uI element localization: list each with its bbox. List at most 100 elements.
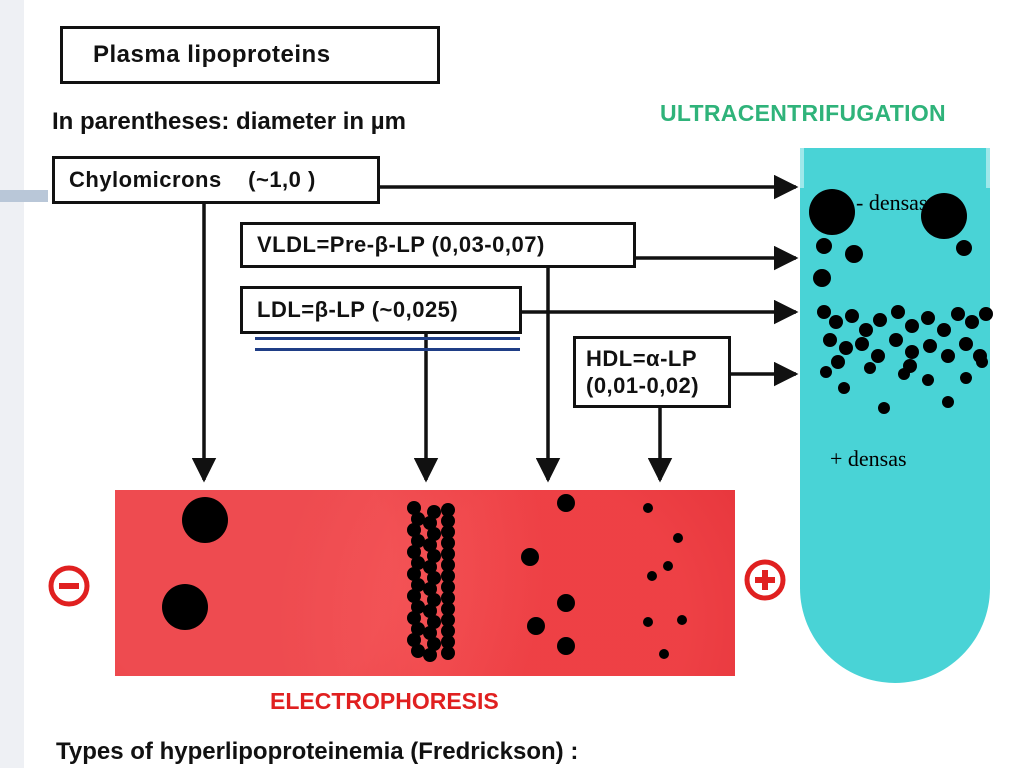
ldl-particle bbox=[923, 339, 937, 353]
hdl-particle bbox=[864, 362, 876, 374]
ldl-underline-1 bbox=[255, 337, 520, 340]
chylomicrons-label: Chylomicrons (~1,0 ) bbox=[69, 167, 316, 192]
hdl-band-particle bbox=[659, 649, 669, 659]
ldl-band-particle bbox=[441, 569, 455, 583]
gel-particles bbox=[162, 494, 687, 662]
vldl-band-particle bbox=[557, 594, 575, 612]
ldl-band-particle bbox=[423, 538, 437, 552]
ldl-band-particle bbox=[441, 635, 455, 649]
ldl-band-particle bbox=[407, 633, 421, 647]
less-dense-label: - densas bbox=[856, 190, 928, 215]
slide-left-strip bbox=[0, 0, 24, 768]
ldl-box: LDL=β-LP (~0,025) bbox=[240, 286, 522, 334]
ldl-particle bbox=[941, 349, 955, 363]
ldl-label: LDL=β-LP (~0,025) bbox=[257, 297, 459, 322]
ldl-band-particle bbox=[411, 512, 425, 526]
ldl-band-particle bbox=[423, 626, 437, 640]
ldl-band-particle bbox=[441, 646, 455, 660]
hdl-band-particle bbox=[663, 561, 673, 571]
ldl-band-particle bbox=[427, 593, 441, 607]
diameter-caption: In parentheses: diameter in µm bbox=[52, 108, 406, 135]
vldl-band-particle bbox=[557, 494, 575, 512]
hdl-band-particle bbox=[677, 615, 687, 625]
ldl-band-particle bbox=[423, 582, 437, 596]
ldl-particle bbox=[859, 323, 873, 337]
hdl-particle bbox=[922, 374, 934, 386]
ldl-band-particle bbox=[441, 525, 455, 539]
hdl-band-particle bbox=[647, 571, 657, 581]
tube-rim-right bbox=[986, 148, 990, 188]
vldl-band-particle bbox=[521, 548, 539, 566]
ldl-band-particle bbox=[423, 560, 437, 574]
hdl-band-particle bbox=[673, 533, 683, 543]
chylomicron-particle bbox=[921, 193, 967, 239]
ldl-particle bbox=[873, 313, 887, 327]
tube-rim-left bbox=[800, 148, 804, 188]
negative-pole-icon bbox=[48, 565, 90, 607]
vldl-particle bbox=[816, 238, 832, 254]
ldl-band-particle bbox=[423, 648, 437, 662]
title-box: Plasma lipoproteins bbox=[60, 26, 440, 84]
vertical-arrows bbox=[191, 204, 673, 483]
hdl-particle bbox=[976, 356, 988, 368]
ldl-band-particle bbox=[441, 547, 455, 561]
positive-pole-icon bbox=[744, 559, 786, 601]
ldl-band-particle bbox=[411, 578, 425, 592]
ldl-underline-2 bbox=[255, 348, 520, 351]
ldl-band-particle bbox=[441, 624, 455, 638]
ldl-particle bbox=[921, 311, 935, 325]
ldl-particle bbox=[823, 333, 837, 347]
chylomicron-particle bbox=[809, 189, 855, 235]
ldl-band-particle bbox=[441, 514, 455, 528]
hdl-particle bbox=[878, 402, 890, 414]
ldl-particle bbox=[829, 315, 843, 329]
ldl-band-particle bbox=[441, 580, 455, 594]
ldl-band-particle bbox=[423, 516, 437, 530]
ldl-band-particle bbox=[407, 545, 421, 559]
vldl-label: VLDL=Pre-β-LP (0,03-0,07) bbox=[257, 232, 545, 257]
ldl-particle bbox=[817, 305, 831, 319]
vldl-particle bbox=[956, 240, 972, 256]
hdl-particle bbox=[838, 382, 850, 394]
ldl-particle bbox=[979, 307, 993, 321]
ldl-band-particle bbox=[407, 523, 421, 537]
ldl-particle bbox=[889, 333, 903, 347]
ldl-band-particle bbox=[427, 505, 441, 519]
ldl-band-particle bbox=[441, 558, 455, 572]
hdl-particle bbox=[942, 396, 954, 408]
ultracentrifugation-title: ULTRACENTRIFUGATION bbox=[660, 100, 946, 126]
hdl-label-line1: HDL=α-LP bbox=[586, 345, 698, 371]
ldl-band-particle bbox=[441, 536, 455, 550]
ldl-band-particle bbox=[441, 613, 455, 627]
chylomicron-band-particle bbox=[162, 584, 208, 630]
hdl-band-particle bbox=[643, 503, 653, 513]
slide-left-accent bbox=[0, 190, 48, 202]
ldl-band-particle bbox=[427, 637, 441, 651]
ldl-particle bbox=[831, 355, 845, 369]
vldl-box: VLDL=Pre-β-LP (0,03-0,07) bbox=[240, 222, 636, 268]
ldl-particle bbox=[871, 349, 885, 363]
ldl-particle bbox=[891, 305, 905, 319]
hdl-particle bbox=[960, 372, 972, 384]
hdl-particle bbox=[898, 368, 910, 380]
ldl-band-particle bbox=[441, 602, 455, 616]
ldl-band-particle bbox=[427, 615, 441, 629]
more-dense-label: + densas bbox=[830, 446, 907, 471]
hdl-label-line2: (0,01-0,02) bbox=[586, 373, 700, 398]
hdl-particle bbox=[820, 366, 832, 378]
ldl-band-particle bbox=[411, 556, 425, 570]
ldl-particle bbox=[937, 323, 951, 337]
ldl-band-particle bbox=[407, 567, 421, 581]
ldl-band-particle bbox=[427, 571, 441, 585]
ldl-particle bbox=[905, 319, 919, 333]
ldl-band-particle bbox=[407, 501, 421, 515]
ldl-band-particle bbox=[427, 527, 441, 541]
ldl-band-particle bbox=[411, 622, 425, 636]
ldl-band-particle bbox=[407, 611, 421, 625]
vldl-particle bbox=[845, 245, 863, 263]
ldl-band-particle bbox=[427, 549, 441, 563]
centrifuge-tube bbox=[800, 148, 990, 683]
chylomicron-band-particle bbox=[182, 497, 228, 543]
vldl-band-particle bbox=[557, 637, 575, 655]
